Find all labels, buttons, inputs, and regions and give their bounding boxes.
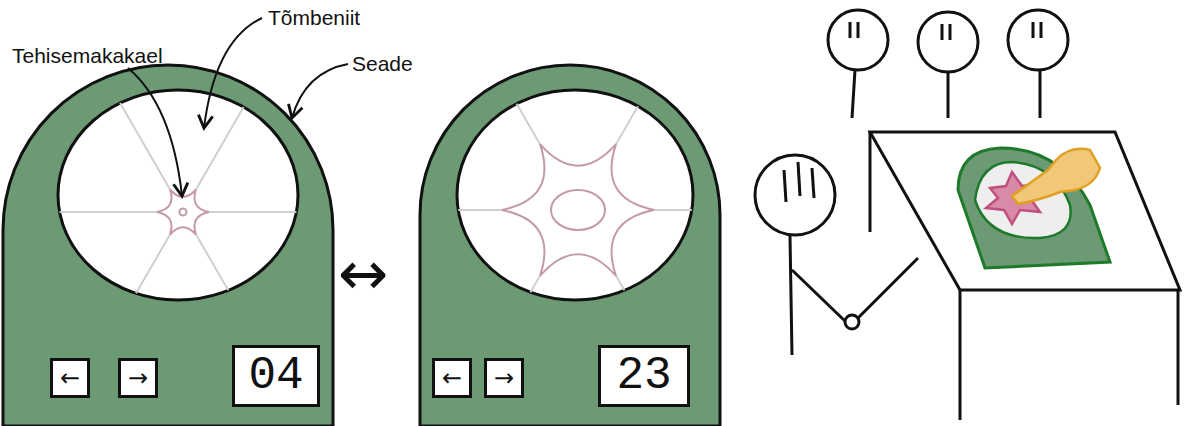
display-digits: 23 [616, 353, 671, 399]
artificial-cervix [502, 144, 654, 276]
traction-thread [196, 235, 228, 291]
number-display: 04 [232, 345, 320, 407]
device-window [457, 90, 693, 300]
cervix-outline [502, 144, 654, 276]
traction-threads [60, 103, 297, 293]
traction-thread [616, 276, 624, 291]
device-window [58, 90, 298, 300]
device-housing [3, 65, 333, 426]
traction-thread [517, 104, 540, 144]
traction-thread [531, 276, 540, 292]
swap-arrow: ↔ [338, 240, 388, 306]
part-label: Seade [352, 52, 413, 75]
leader-line [292, 64, 348, 118]
cervix-opening [551, 190, 605, 230]
button-symbol: ← [60, 366, 80, 390]
leader-line [204, 18, 262, 128]
traction-thread [209, 211, 296, 213]
traction-thread [458, 209, 502, 211]
stick-figures [755, 10, 1180, 420]
cervix-outline [157, 189, 209, 234]
traction-thread [616, 106, 638, 144]
traction-thread [136, 235, 170, 294]
arrow-button: ← [432, 358, 472, 398]
arrow-button: → [118, 358, 158, 398]
arrow-button: → [484, 358, 524, 398]
part-label: Tõmbeniit [268, 6, 360, 29]
arrow-button: ← [50, 358, 90, 398]
traction-thread [196, 107, 244, 189]
leader-line [128, 68, 182, 196]
traction-thread [654, 209, 692, 211]
part-label: Tehisemakakael [12, 44, 163, 67]
number-display: 23 [598, 345, 690, 407]
cervix-opening [180, 209, 187, 216]
device-on-table [958, 148, 1110, 268]
artificial-cervix [157, 189, 209, 234]
button-symbol: → [128, 366, 148, 390]
device-housing [420, 65, 720, 426]
display-digits: 04 [248, 353, 303, 399]
traction-thread [60, 211, 157, 213]
button-symbol: → [494, 366, 514, 390]
button-symbol: ← [442, 366, 462, 390]
traction-threads [458, 104, 692, 293]
